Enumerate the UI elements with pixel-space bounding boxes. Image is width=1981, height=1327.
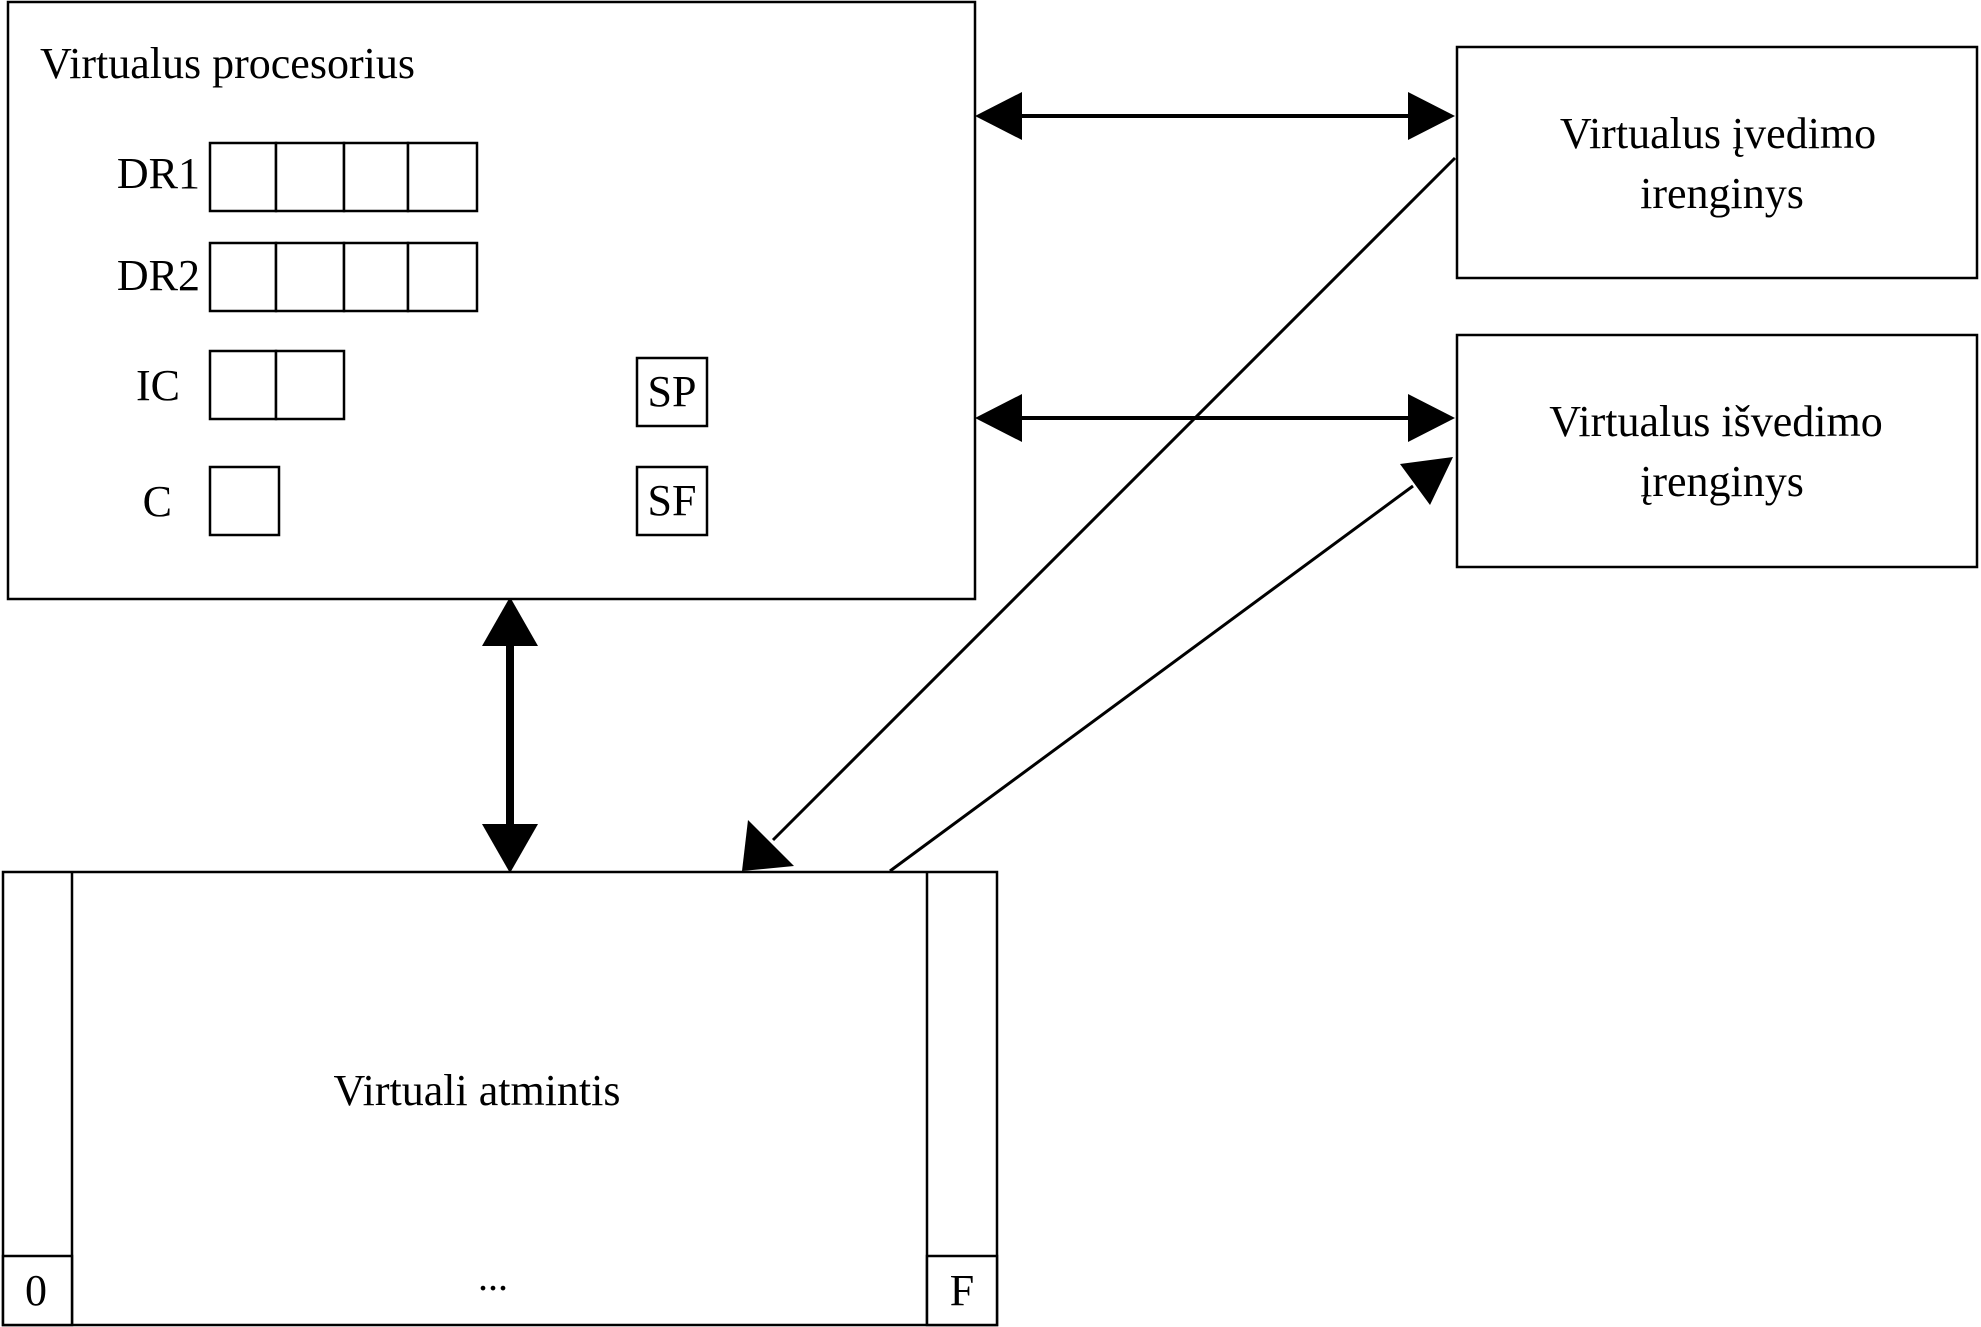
register-ic: IC (136, 349, 346, 421)
register-dr2-cell (274, 241, 346, 313)
register-dr1-cell (274, 141, 346, 213)
register-c-label: C (143, 477, 172, 526)
input-to-memory-arrow (742, 156, 1457, 871)
register-dr1: DR1 (117, 141, 479, 213)
register-dr1-cell (406, 141, 479, 213)
processor-memory-arrow (482, 597, 538, 873)
register-dr2-cell (342, 241, 410, 313)
register-sf: SF (635, 465, 709, 537)
memory-to-output-arrow (889, 457, 1453, 873)
register-sp-label: SP (648, 367, 697, 416)
register-ic-cell (274, 349, 346, 421)
input-device-label-line2: irenginys (1640, 169, 1804, 218)
memory-title: Virtuali atmintis (334, 1066, 621, 1115)
memory-last-cell: F (925, 1254, 999, 1327)
register-dr1-label: DR1 (117, 149, 200, 198)
input-device-label-line1: Virtualus įvedimo (1560, 109, 1876, 158)
output-device-label-line1: Virtualus išvedimo (1549, 397, 1882, 446)
memory-ellipsis: ... (478, 1254, 508, 1299)
register-dr2-label: DR2 (117, 251, 200, 300)
virtual-memory: 0 F Virtuali atmintis ... (1, 870, 999, 1327)
register-ic-cell (208, 349, 278, 421)
processor-title: Virtualus procesorius (40, 39, 415, 88)
processor-input-arrow (975, 92, 1455, 140)
output-device-label-line2: įrenginys (1640, 457, 1804, 506)
register-sp-cell (635, 356, 709, 428)
register-dr1-cell (208, 141, 278, 213)
virtual-output-device: Virtualus išvedimo įrenginys (1455, 333, 1979, 569)
register-dr2: DR2 (117, 241, 479, 313)
register-c: C (143, 465, 281, 537)
register-sp: SP (635, 356, 709, 428)
processor-output-arrow (975, 394, 1455, 442)
register-ic-label: IC (136, 361, 180, 410)
virtual-input-device: Virtualus įvedimo irenginys (1455, 45, 1979, 280)
register-c-cell (208, 465, 281, 537)
register-dr1-cell (342, 141, 410, 213)
memory-last-cell-label: F (950, 1266, 974, 1315)
register-sf-cell (635, 465, 709, 537)
memory-first-cell-label: 0 (25, 1266, 47, 1315)
register-dr2-cell (406, 241, 479, 313)
virtual-processor: Virtualus procesorius DR1 DR2 IC C (6, 0, 977, 601)
register-sf-label: SF (648, 476, 697, 525)
memory-first-cell: 0 (1, 1254, 74, 1327)
register-dr2-cell (208, 241, 278, 313)
